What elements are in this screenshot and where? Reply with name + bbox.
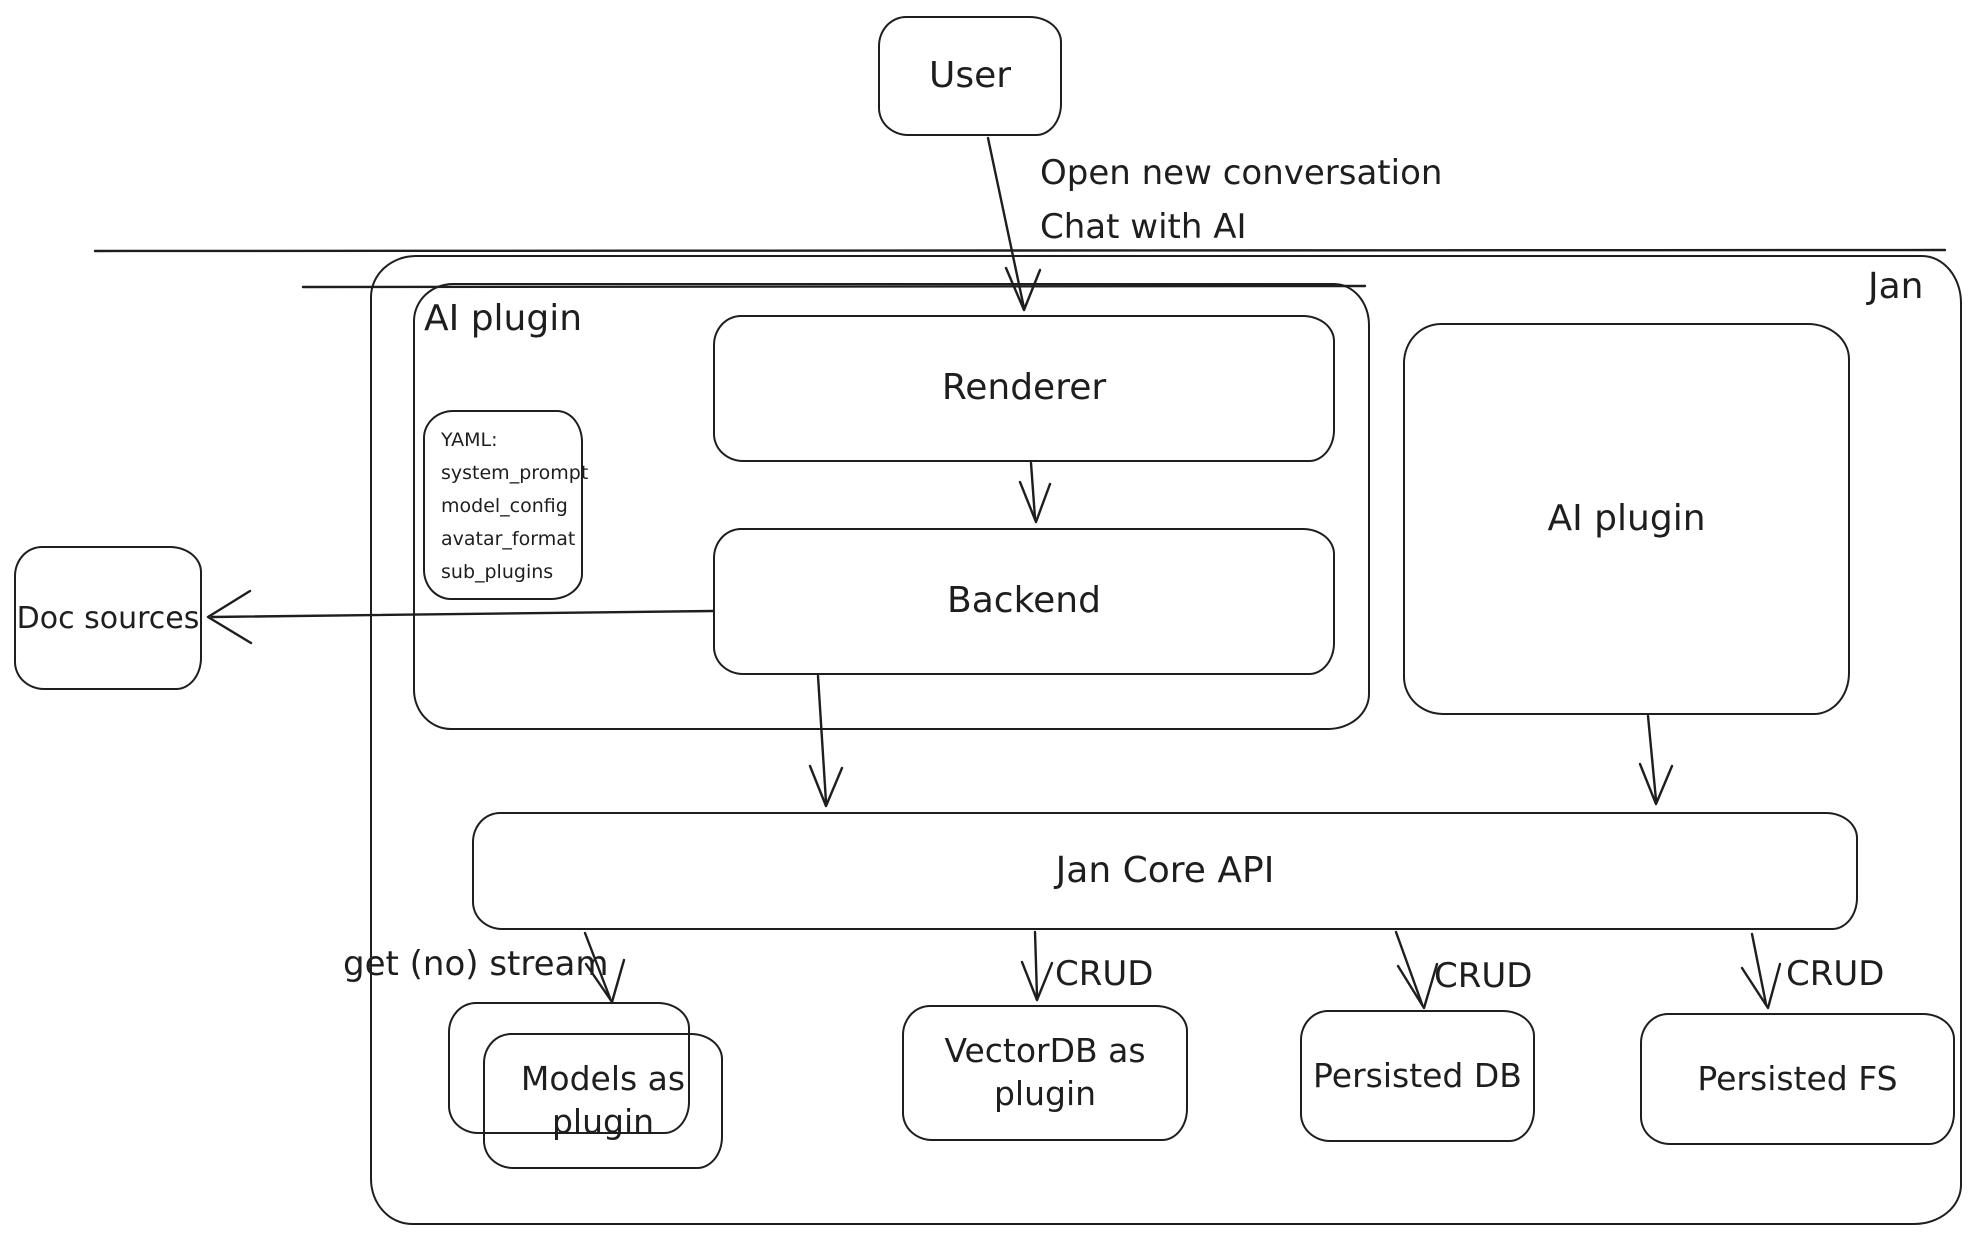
doc-sources-label: Doc sources [16, 600, 200, 636]
jan-top-overshoot-stroke [93, 248, 1947, 253]
jan-container [370, 255, 1962, 1225]
persisted-db-label: Persisted DB [1313, 1055, 1522, 1095]
ai-plugin-left-container [413, 283, 1370, 730]
edge-label-crud-vectordb: CRUD [1055, 954, 1154, 994]
edge-label-crud-persisted-fs: CRUD [1786, 954, 1885, 994]
doc-sources-node: Doc sources [14, 546, 202, 690]
persisted-db-node: Persisted DB [1300, 1010, 1535, 1142]
edge-label-crud-persisted-db: CRUD [1434, 956, 1533, 996]
ai-plugin-right-node: AI plugin [1403, 323, 1850, 715]
vectordb-as-plugin-node: VectorDB as plugin [902, 1005, 1188, 1141]
user-node-label: User [928, 54, 1012, 96]
user-node: User [878, 16, 1062, 136]
vectordb-as-plugin-label: VectorDB as plugin [944, 1031, 1146, 1113]
renderer-node: Renderer [713, 315, 1335, 462]
backend-node: Backend [713, 528, 1335, 675]
backend-node-label: Backend [947, 580, 1101, 622]
yaml-note-line: model_config [441, 495, 568, 517]
persisted-fs-node: Persisted FS [1640, 1013, 1955, 1145]
jan-core-api-node: Jan Core API [472, 812, 1858, 930]
models-as-plugin-back-node [448, 1002, 690, 1134]
yaml-note-line: YAML: [441, 429, 498, 451]
yaml-note-line: system_prompt [441, 462, 589, 484]
edge-label-chat-with-ai: Chat with AI [1040, 207, 1247, 247]
jan-core-api-label: Jan Core API [1055, 849, 1275, 891]
ai-plugin-right-label: AI plugin [1547, 497, 1706, 539]
models-as-plugin-label: Models as plugin [520, 1059, 686, 1141]
edge-label-open-conversation: Open new conversation [1040, 153, 1443, 193]
yaml-note: YAML: system_prompt model_config avatar_… [423, 410, 588, 600]
edge-label-user-to-renderer: Open new conversation Chat with AI [1040, 146, 1442, 254]
renderer-node-label: Renderer [941, 367, 1107, 409]
models-as-plugin-node: Models as plugin [483, 1033, 723, 1169]
jan-container-label: Jan [1868, 266, 1924, 307]
yaml-note-line: avatar_format [441, 528, 576, 550]
ai-plugin-left-label: AI plugin [424, 298, 583, 339]
yaml-note-line: sub_plugins [441, 561, 554, 583]
edge-label-get-no-stream: get (no) stream [343, 944, 609, 984]
persisted-fs-label: Persisted FS [1697, 1058, 1898, 1098]
